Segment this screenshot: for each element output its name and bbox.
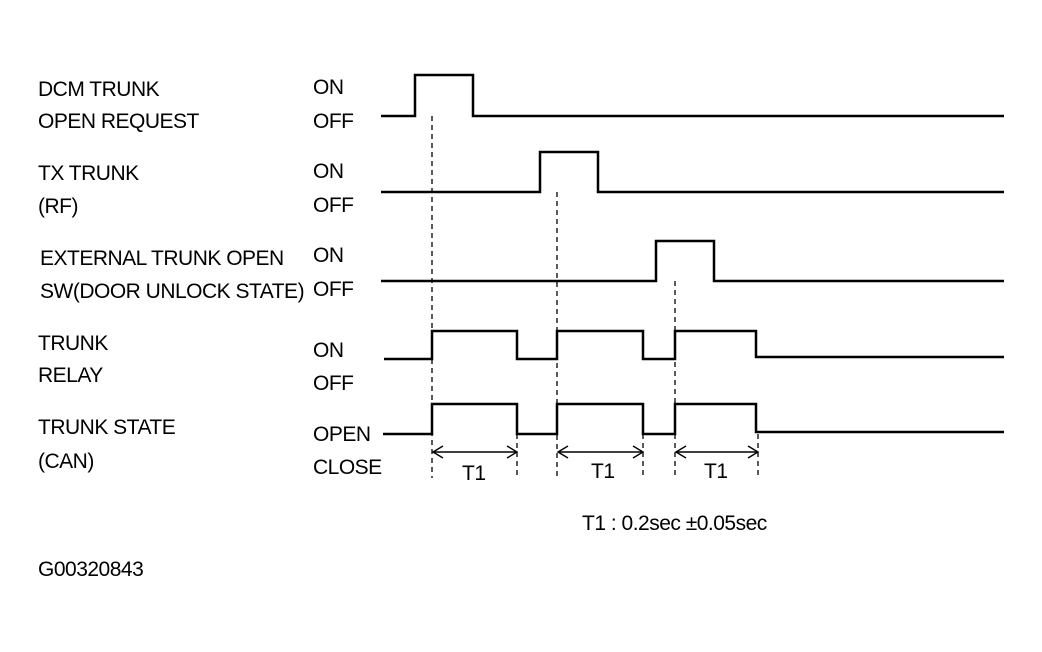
signal-label-line1: TRUNK STATE bbox=[38, 416, 176, 439]
state-high-label: OPEN bbox=[313, 423, 371, 446]
interval-label: T1 bbox=[591, 460, 615, 483]
timing-reference-lines bbox=[431, 116, 759, 478]
signal-label-line1: DCM TRUNK bbox=[38, 78, 160, 101]
waveform-tx-trunk bbox=[381, 150, 1004, 194]
signal-tx-trunk-rf: TX TRUNK (RF) ON OFF bbox=[38, 150, 1004, 218]
signal-trunk-state-can: TRUNK STATE (CAN) OPEN CLOSE bbox=[38, 402, 1004, 479]
signal-label-line2: (CAN) bbox=[38, 450, 94, 473]
interval-marker-3: T1 bbox=[674, 445, 760, 483]
signal-label-line2: SW(DOOR UNLOCK STATE) bbox=[40, 280, 304, 303]
state-high-label: ON bbox=[313, 339, 344, 362]
arrow-left-head bbox=[556, 445, 569, 459]
arrow-left-head bbox=[431, 445, 444, 459]
signal-dcm-trunk-open-request: DCM TRUNK OPEN REQUEST ON OFF bbox=[38, 73, 1004, 133]
interval-marker-1: T1 bbox=[431, 445, 519, 485]
signal-label-line2: RELAY bbox=[38, 364, 103, 387]
state-low-label: OFF bbox=[313, 278, 354, 301]
signal-label-line2: (RF) bbox=[38, 195, 78, 218]
waveform-dcm-request bbox=[381, 73, 1004, 118]
state-low-label: CLOSE bbox=[313, 456, 382, 479]
signal-label-line1: TRUNK bbox=[38, 332, 108, 355]
state-low-label: OFF bbox=[313, 194, 354, 217]
arrow-right-head bbox=[632, 445, 645, 459]
interval-label: T1 bbox=[704, 460, 728, 483]
state-low-label: OFF bbox=[313, 372, 354, 395]
waveform-trunk-state bbox=[383, 402, 1004, 436]
figure-code: G00320843 bbox=[38, 558, 143, 581]
arrow-left-head bbox=[674, 445, 687, 459]
arrow-right-head bbox=[506, 445, 519, 459]
signal-label-line1: EXTERNAL TRUNK OPEN bbox=[40, 247, 284, 270]
signal-trunk-relay: TRUNK RELAY ON OFF bbox=[38, 329, 1004, 395]
signal-label-line1: TX TRUNK bbox=[38, 162, 139, 185]
waveform-trunk-relay bbox=[384, 329, 1004, 361]
interval-label: T1 bbox=[462, 462, 486, 485]
waveform-external-sw bbox=[381, 239, 1004, 283]
state-high-label: ON bbox=[313, 160, 344, 183]
signal-external-trunk-open-sw: EXTERNAL TRUNK OPEN SW(DOOR UNLOCK STATE… bbox=[40, 239, 1004, 303]
state-high-label: ON bbox=[313, 244, 344, 267]
interval-marker-2: T1 bbox=[556, 445, 645, 483]
state-low-label: OFF bbox=[313, 110, 354, 133]
arrow-right-head bbox=[747, 445, 760, 459]
state-high-label: ON bbox=[313, 76, 344, 99]
t1-tolerance-note: T1 : 0.2sec ±0.05sec bbox=[582, 512, 767, 535]
signal-label-line2: OPEN REQUEST bbox=[38, 110, 200, 133]
